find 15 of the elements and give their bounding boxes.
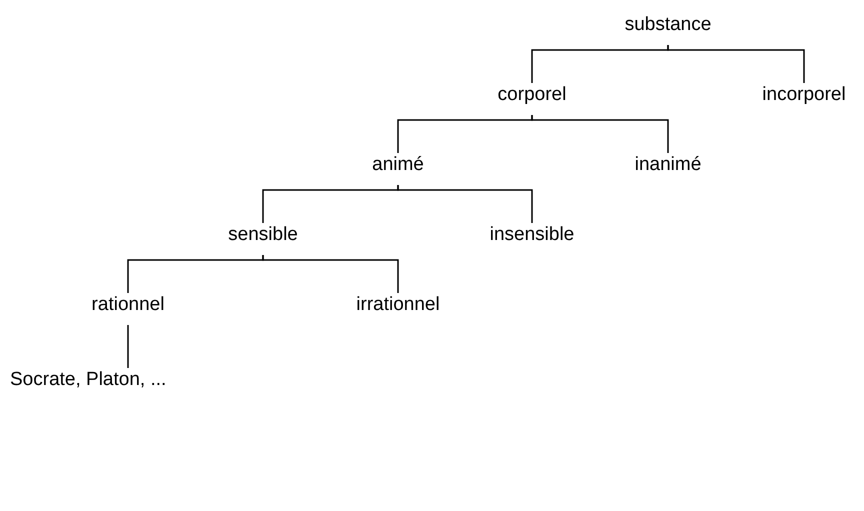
tree-node-label: substance — [624, 13, 712, 37]
tree-node-label: incorporel — [762, 83, 846, 107]
tree-node-label: rationnel — [92, 293, 164, 317]
tree-node-label: insensible — [490, 223, 574, 247]
connector-line — [667, 45, 805, 83]
tree-node-label: corporel — [498, 83, 566, 107]
tree-node-label: inanimé — [634, 153, 702, 177]
tree-node-label: irrationnel — [356, 293, 440, 317]
tree-node-label: sensible — [228, 223, 298, 247]
tree-node-label: Socrate, Platon, ... — [10, 368, 166, 392]
connector-line — [127, 325, 129, 368]
connector-line — [531, 115, 669, 153]
tree-node-label: animé — [372, 153, 424, 177]
connector-line — [262, 255, 399, 293]
connector-line — [397, 185, 533, 223]
